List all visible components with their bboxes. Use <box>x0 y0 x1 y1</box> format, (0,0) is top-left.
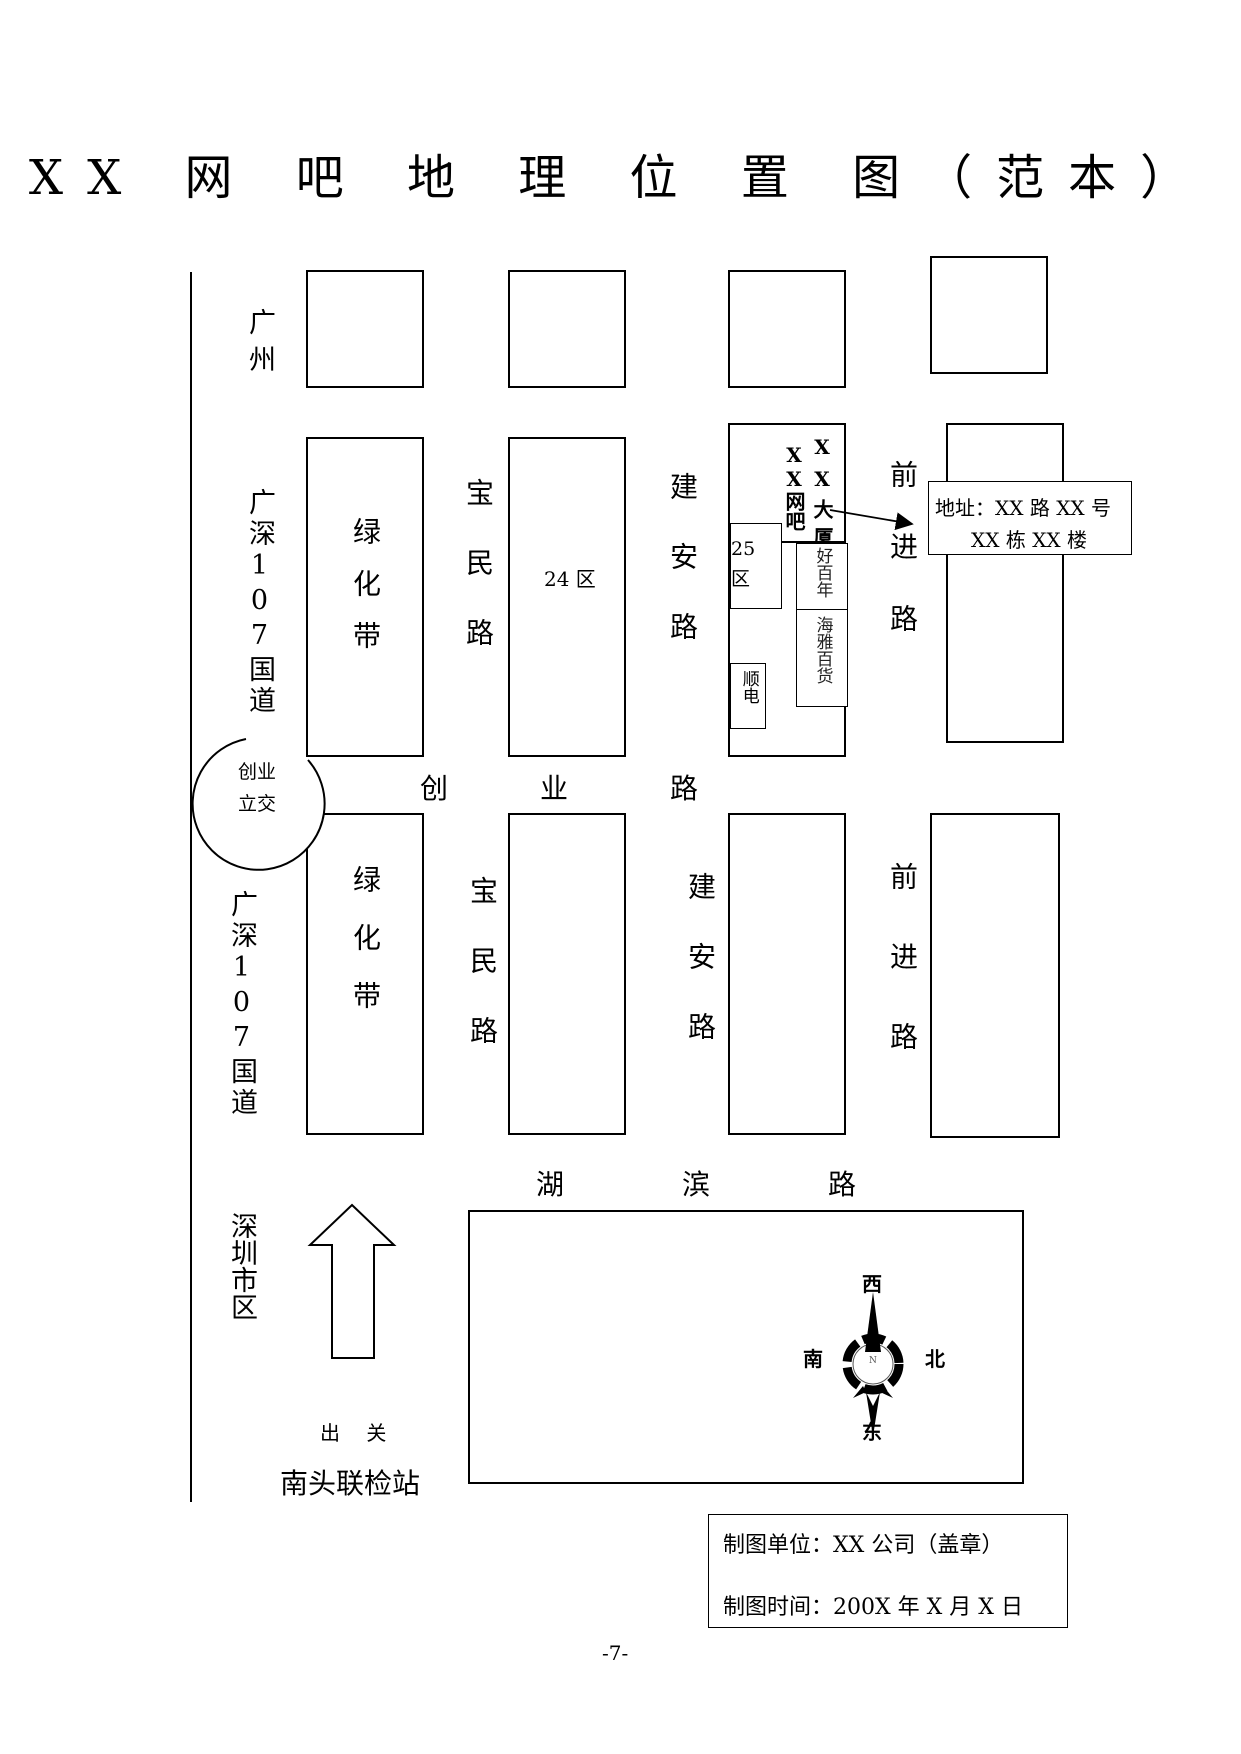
compass-left-label: 南 <box>803 1347 823 1371</box>
compass-bottom-label: 东 <box>862 1420 882 1444</box>
compass-right-label: 北 <box>925 1347 945 1371</box>
block-top-2 <box>508 270 626 388</box>
address-box: 地址：XX 路 XX 号 XX 栋 XX 楼 <box>928 481 1132 555</box>
zone-25-block: 25区 <box>730 523 782 609</box>
highway-107-line <box>190 272 192 1502</box>
block-bottom-large <box>468 1210 1024 1484</box>
haobainian-label: 好百年 <box>812 547 833 598</box>
greenbelt-lower-label: 绿化带 <box>349 865 382 1039</box>
building-block: XX网吧 XX大厦 25区 好百年 海雅百货 顺电 <box>728 423 848 757</box>
netcafe-label: XX网吧 <box>782 443 806 531</box>
shenzhen-label: 深圳市区 <box>226 1212 257 1320</box>
jianan-road-upper: 建安路 <box>666 472 699 682</box>
chuangye-road-char-3: 路 <box>670 772 699 805</box>
block-low-4 <box>930 813 1060 1138</box>
block-low-3 <box>728 813 846 1135</box>
address-line-2: XX 栋 XX 楼 <box>971 528 1088 552</box>
block-top-3 <box>728 270 846 388</box>
block-low-2 <box>508 813 626 1135</box>
building-label: XX大厦 <box>810 435 834 555</box>
haiya-label: 海雅百货 <box>812 616 833 684</box>
jianan-road-lower: 建安路 <box>684 872 717 1082</box>
haiya-block: 海雅百货 <box>796 609 848 707</box>
shundian-block: 顺电 <box>730 663 766 729</box>
exit-label: 出 关 <box>320 1421 397 1445</box>
block-mid-4 <box>946 423 1064 743</box>
block-top-4 <box>930 256 1048 374</box>
hubin-road-char-3: 路 <box>828 1168 857 1201</box>
qianjin-road-upper: 前进路 <box>886 460 919 676</box>
exit-up-arrow <box>307 1203 397 1359</box>
haobainian-block: 好百年 <box>796 543 848 611</box>
hubin-road-char-1: 湖 <box>536 1168 565 1201</box>
map-title: XX 网 吧 地 理 位 置 图（范本） <box>28 150 1213 206</box>
compass-center-label: N <box>869 1356 877 1366</box>
zone-24-block: 24 区 <box>508 437 626 757</box>
shundian-label: 顺电 <box>738 670 759 704</box>
hubin-road-char-2: 滨 <box>682 1168 711 1201</box>
qianjin-road-lower: 前进路 <box>886 862 919 1102</box>
compass-rose <box>842 1292 904 1436</box>
footer-time: 制图时间：200X 年 X 月 X 日 <box>723 1595 1023 1620</box>
baomin-road-upper: 宝民路 <box>462 478 495 688</box>
address-line-1: 地址：XX 路 XX 号 <box>935 496 1112 520</box>
zone-24-label: 24 区 <box>544 567 596 591</box>
block-top-1 <box>306 270 424 388</box>
nantou-station-label: 南头联检站 <box>280 1467 421 1500</box>
greenbelt-lower: 绿化带 <box>306 813 424 1135</box>
chuangye-road-char-2: 业 <box>540 772 569 805</box>
footer-unit: 制图单位：XX 公司（盖章） <box>723 1533 1004 1558</box>
baomin-road-lower: 宝民路 <box>466 876 499 1086</box>
highway-label-lower: 广深107国道 <box>226 890 257 1119</box>
building-divider <box>780 541 846 543</box>
interchange-circle <box>191 738 326 871</box>
chuangye-road-char-1: 创 <box>420 772 449 805</box>
greenbelt-upper-label: 绿化带 <box>349 517 382 673</box>
compass-top-label: 西 <box>862 1272 882 1296</box>
address-pointer-arrow <box>829 509 914 531</box>
guangzhou-label: 广州 <box>244 308 275 382</box>
greenbelt-upper: 绿化带 <box>306 437 424 757</box>
zone-25-label: 25区 <box>731 538 756 590</box>
footer-box: 制图单位：XX 公司（盖章） 制图时间：200X 年 X 月 X 日 <box>708 1514 1068 1628</box>
page-number: -7- <box>602 1641 629 1665</box>
interchange-label: 创业立交 <box>237 761 276 815</box>
highway-label-upper: 广深107国道 <box>244 488 275 717</box>
